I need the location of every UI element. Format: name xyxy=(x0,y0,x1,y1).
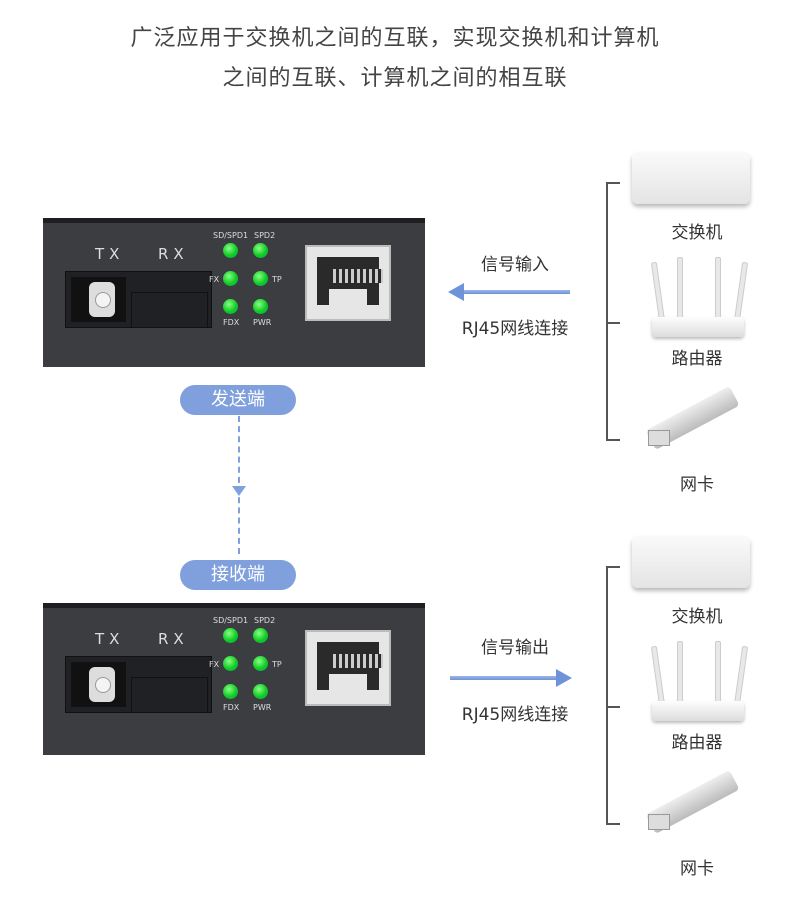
bracket-tick xyxy=(606,322,620,324)
dashed-connector xyxy=(238,416,240,554)
led-indicator xyxy=(253,271,268,286)
nic-label: 网卡 xyxy=(680,859,714,879)
led-label: SD/SPD1 xyxy=(213,616,249,625)
antenna xyxy=(650,645,666,707)
led-indicator xyxy=(223,243,238,258)
router-icon xyxy=(652,701,744,721)
signal-out-label: 信号输出 xyxy=(481,638,549,658)
fiber-port xyxy=(65,656,212,713)
bracket xyxy=(606,182,608,440)
led-indicator xyxy=(253,628,268,643)
arrow-head-left xyxy=(448,283,464,301)
led-label: SPD2 xyxy=(254,616,276,625)
router-icon xyxy=(652,317,744,337)
sender-cable-label: RJ45网线连接 xyxy=(461,319,569,339)
title-line-1: 广泛应用于交换机之间的互联，实现交换机和计算机 xyxy=(130,26,660,51)
sender-media-converter: TX RX SD/SPD1 SPD2 FX TP FDX PWR xyxy=(43,218,425,367)
rx-label: RX xyxy=(158,245,189,263)
led-label: FX xyxy=(209,275,220,284)
led-indicator xyxy=(253,243,268,258)
sc-connector-icon xyxy=(89,667,115,702)
bracket xyxy=(606,566,608,824)
antenna xyxy=(733,645,749,707)
sc-connector-icon xyxy=(89,282,115,317)
led-indicator xyxy=(223,684,238,699)
bracket-tick xyxy=(606,566,620,568)
router-label: 路由器 xyxy=(671,349,723,369)
tx-label: TX xyxy=(95,245,125,263)
led-indicator xyxy=(223,656,238,671)
antenna xyxy=(715,257,721,321)
led-indicator xyxy=(223,299,238,314)
led-label: TP xyxy=(272,275,282,284)
nic-label: 网卡 xyxy=(680,475,714,495)
receiver-label: 接收端 xyxy=(180,560,296,590)
arrow-left-icon xyxy=(462,290,570,294)
antenna xyxy=(715,641,721,705)
led-label: PWR xyxy=(253,318,272,327)
rj45-port xyxy=(305,245,391,321)
arrow-head-right xyxy=(556,669,572,687)
led-indicator xyxy=(253,656,268,671)
tx-label: TX xyxy=(95,630,125,648)
rj45-jack xyxy=(648,814,670,830)
led-label: FDX xyxy=(223,703,240,712)
led-label: SD/SPD1 xyxy=(213,231,249,240)
rx-label: RX xyxy=(158,630,189,648)
antenna xyxy=(650,261,666,323)
antenna xyxy=(677,641,683,705)
bracket-tick xyxy=(606,706,620,708)
receiver-cable-label: RJ45网线连接 xyxy=(461,705,569,725)
led-indicator xyxy=(253,684,268,699)
switch-label: 交换机 xyxy=(671,607,723,627)
rj45-port xyxy=(305,630,391,706)
bracket-tick xyxy=(606,439,620,441)
led-label: PWR xyxy=(253,703,272,712)
switch-icon xyxy=(632,536,750,588)
led-label: TP xyxy=(272,660,282,669)
led-label: FX xyxy=(209,660,220,669)
receiver-media-converter: TX RX SD/SPD1 SPD2 FX TP FDX PWR xyxy=(43,603,425,755)
led-label: SPD2 xyxy=(254,231,276,240)
switch-icon xyxy=(632,152,750,204)
switch-label: 交换机 xyxy=(671,223,723,243)
title-line-2: 之间的互联、计算机之间的相互联 xyxy=(222,66,568,91)
arrow-right-icon xyxy=(450,676,558,680)
antenna xyxy=(733,261,749,323)
antenna xyxy=(677,257,683,321)
bracket-tick xyxy=(606,823,620,825)
router-label: 路由器 xyxy=(671,733,723,753)
signal-in-label: 信号输入 xyxy=(481,255,549,275)
led-indicator xyxy=(223,271,238,286)
arrow-down-icon xyxy=(232,486,246,496)
led-indicator xyxy=(223,628,238,643)
bracket-tick xyxy=(606,182,620,184)
sender-label: 发送端 xyxy=(180,385,296,415)
fiber-port xyxy=(65,271,212,328)
led-indicator xyxy=(253,299,268,314)
rj45-jack xyxy=(648,430,670,446)
led-label: FDX xyxy=(223,318,240,327)
